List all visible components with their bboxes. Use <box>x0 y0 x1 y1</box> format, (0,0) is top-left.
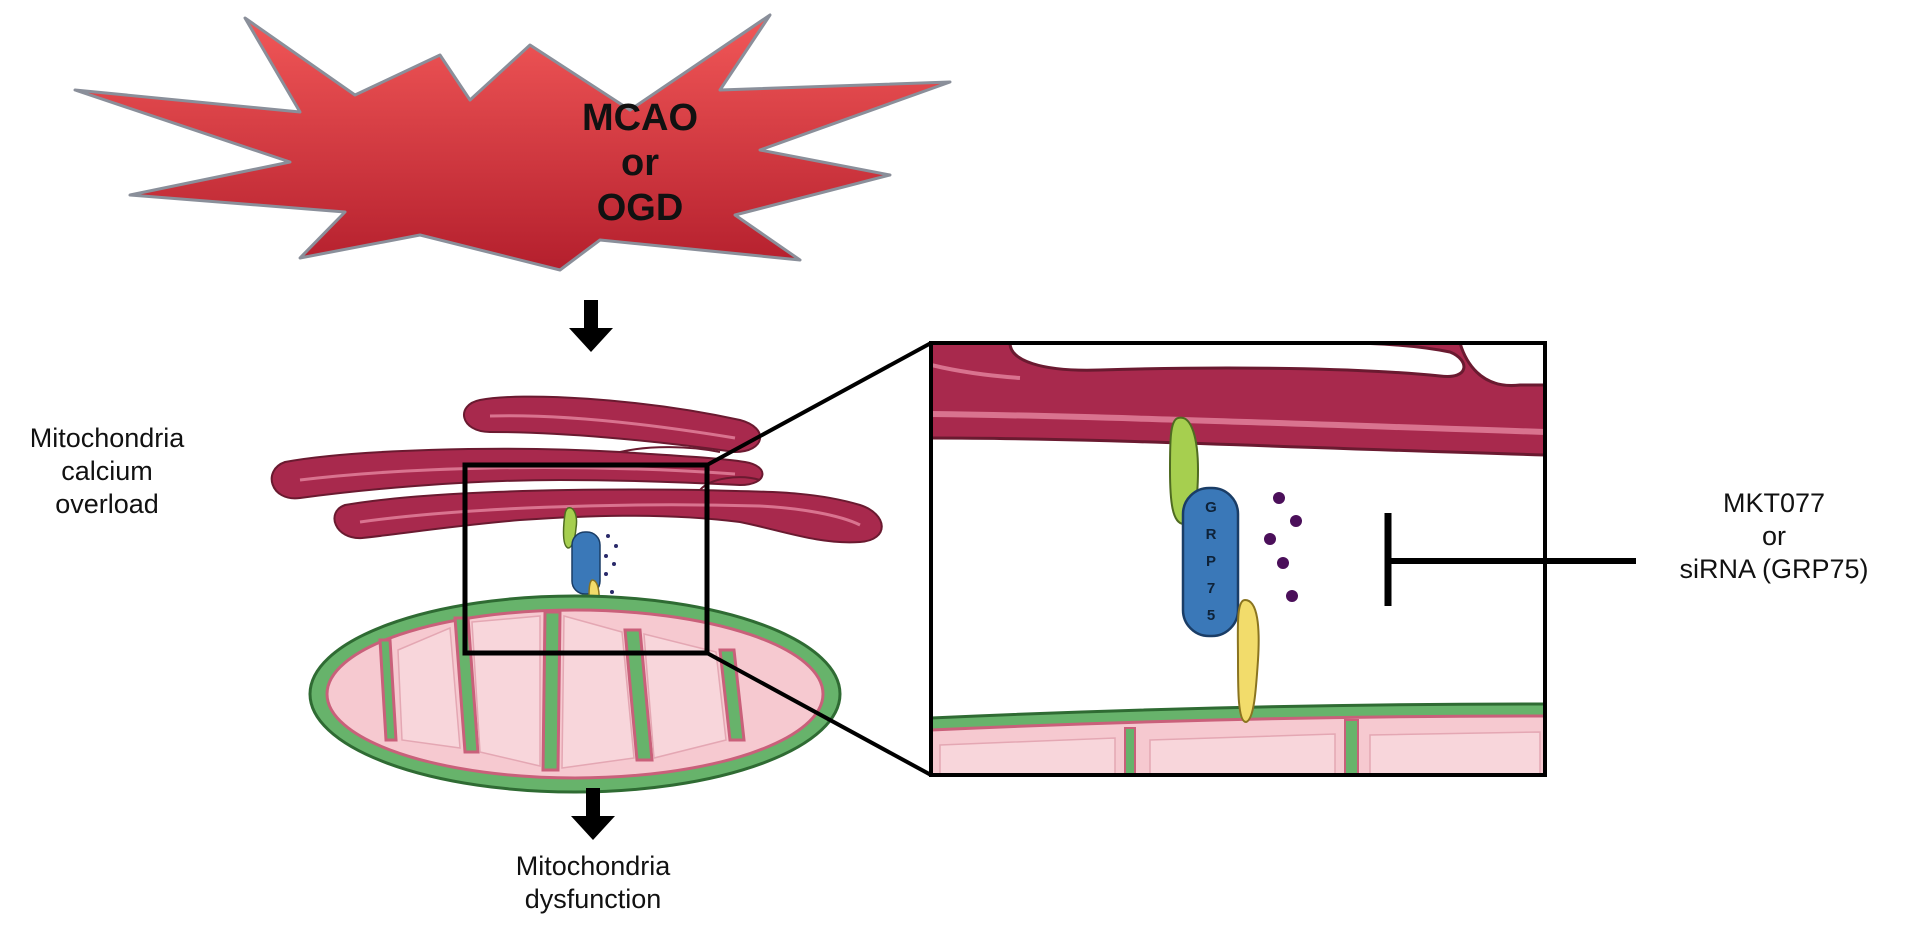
trigger-label: MCAO or OGD <box>520 96 760 230</box>
grp75-label-letter: 7 <box>1207 580 1215 597</box>
zoom-line-top <box>706 341 932 467</box>
calcium-overload-line-3: overload <box>55 488 159 519</box>
grp75-label-letter: R <box>1206 526 1217 543</box>
inhibitor-line-1: MKT077 <box>1722 488 1826 518</box>
er-membrane-small <box>270 395 883 544</box>
grp75-protein-zoom <box>1181 486 1240 638</box>
grp75-label-letter: P <box>1206 553 1216 570</box>
zoom-region-box <box>462 462 710 656</box>
dysfunction-line-1: Mitochondria <box>515 851 671 881</box>
calcium-overload-line-2: calcium <box>61 455 153 486</box>
grp75-protein-small <box>571 531 601 595</box>
inhibitor-label: MKT077 or siRNA (GRP75) <box>1643 487 1905 586</box>
arrow-down-icon <box>569 300 613 352</box>
dysfunction-label: Mitochondria dysfunction <box>480 850 706 916</box>
arrow-down-icon-2 <box>571 788 615 840</box>
dysfunction-line-2: dysfunction <box>524 883 662 914</box>
calcium-overload-line-1: Mitochondria <box>29 423 185 453</box>
grp75-label-letter: 5 <box>1207 607 1215 624</box>
grp75-label-letter: G <box>1205 499 1217 516</box>
calcium-ions-zoom <box>1264 492 1302 602</box>
zoom-line-bottom <box>706 651 932 777</box>
inhibitor-line-3: siRNA (GRP75) <box>1679 553 1869 584</box>
trigger-line-3: OGD <box>596 186 684 229</box>
trigger-line-1: MCAO <box>581 97 699 139</box>
calcium-overload-label: Mitochondria calcium overload <box>2 422 212 521</box>
inhibitor-line-2: or <box>1761 520 1786 551</box>
inhibition-bar-icon <box>1384 513 1636 606</box>
calcium-ions-small <box>604 534 618 594</box>
stress-burst-shape <box>73 13 952 272</box>
mitochondrion <box>308 594 842 794</box>
trigger-line-2: or <box>621 141 659 184</box>
yellow-protein-zoom <box>1236 598 1260 724</box>
